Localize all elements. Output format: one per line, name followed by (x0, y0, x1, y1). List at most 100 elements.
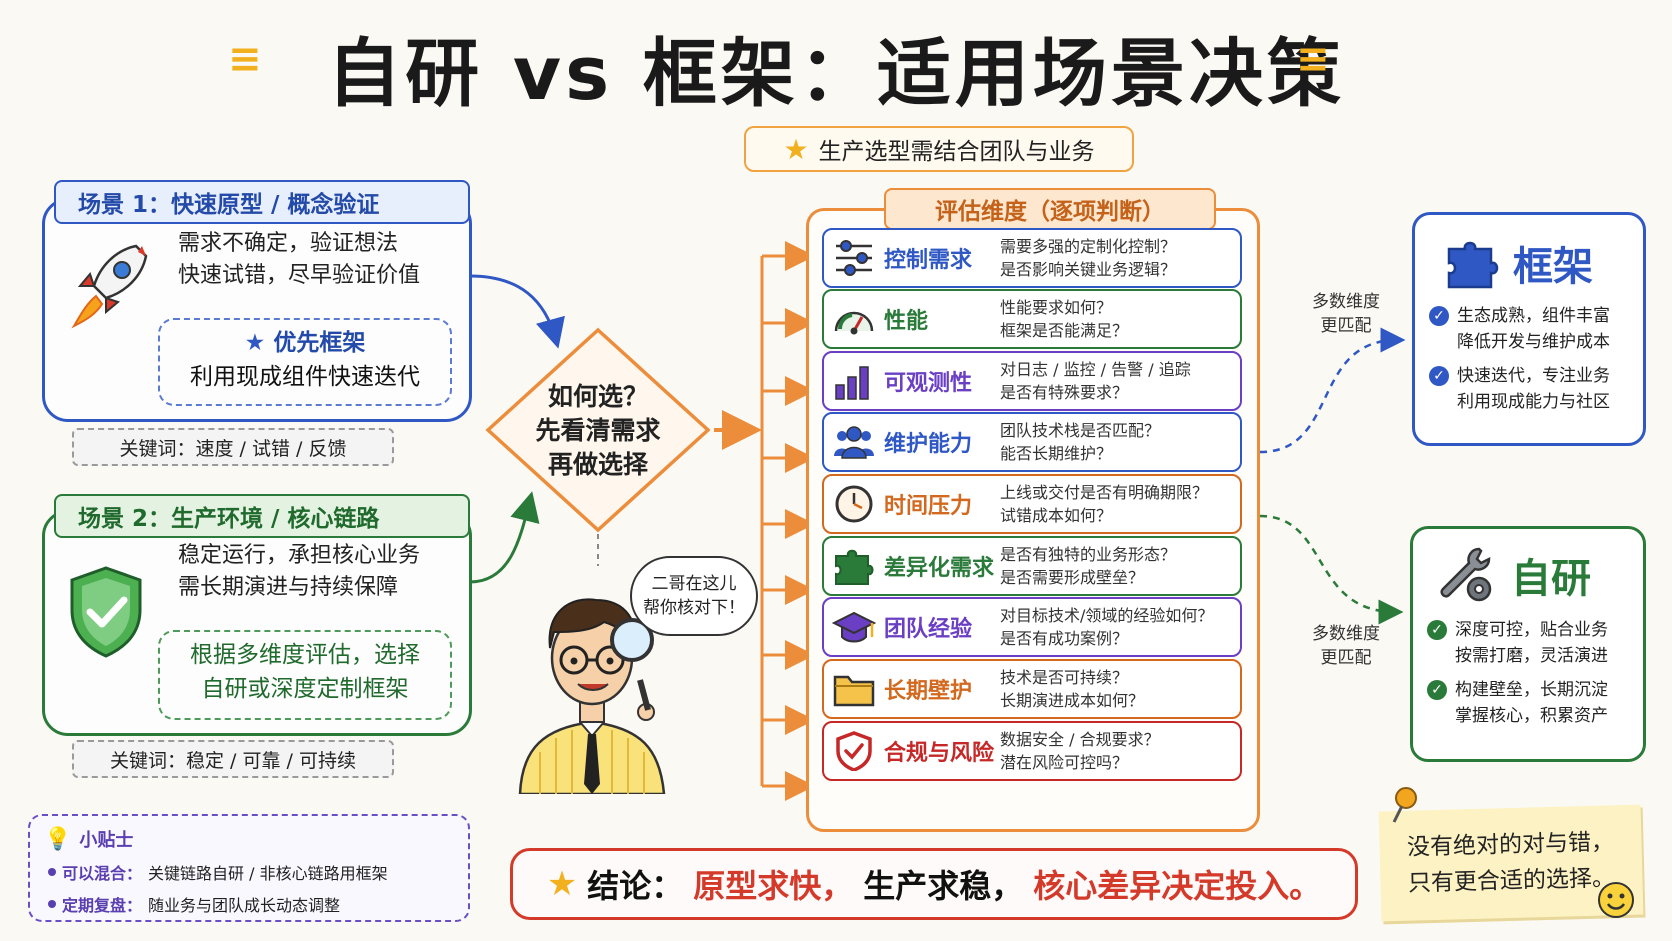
dimension-row: 长期壁护 技术是否可持续？长期演进成本如何？ (822, 659, 1242, 719)
scenario-1-recommendation: ★ 优先框架 利用现成组件快速迭代 (158, 318, 452, 406)
dimension-question-2: 框架是否能满足？ (1000, 321, 1129, 340)
check-icon: ✓ (1427, 680, 1447, 700)
scenario-2-rec-line2: 自研或深度定制框架 (201, 676, 409, 702)
puzzle-icon (824, 546, 884, 586)
selfdev-item1-line2: 按需打磨，灵活演进 (1455, 646, 1608, 666)
scenario-2-card (42, 510, 472, 736)
star-icon: ★ (783, 132, 809, 166)
tips-item2-text: 随业务与团队成长动态调整 (148, 896, 341, 915)
match-label-selfdev-line2: 更匹配 (1320, 648, 1372, 668)
selfdev-item-2: ✓ 构建壁垒，长期沉淀掌握核心，积累资产 (1427, 677, 1643, 729)
folder-icon (824, 669, 884, 709)
sparkle-right-icon: ≡ (1296, 36, 1330, 82)
dimension-question-1: 是否有独特的业务形态？ (1000, 545, 1177, 564)
dimension-question-2: 能否长期维护？ (1000, 444, 1113, 463)
speech-bubble: 二哥在这儿 帮你核对下！ (630, 556, 758, 636)
check-icon: ✓ (1429, 306, 1449, 326)
subtitle-text: 生产选型需结合团队与业务 (818, 139, 1095, 165)
check-icon: ✓ (1429, 366, 1449, 386)
dimension-row: 时间压力 上线或交付是否有明确期限？ 试错成本如何？ (822, 474, 1242, 534)
sticky-line2: 只有更合适的选择。 (1407, 865, 1616, 897)
selfdev-result-card: 自研 ✓ 深度可控，贴合业务按需打磨，灵活演进 ✓ 构建壁垒，长期沉淀掌握核心，… (1410, 526, 1646, 762)
dimension-row: 维护能力 团队技术栈是否匹配？ 能否长期维护？ (822, 412, 1242, 472)
star-icon: ★ (546, 864, 578, 904)
match-label-selfdev: 多数维度 更匹配 (1306, 622, 1386, 670)
dimension-questions: 数据安全 / 合规要求？ 潜在风险可控吗？ (1000, 728, 1240, 774)
dimension-label: 时间压力 (884, 494, 973, 519)
dimension-label: 性能 (884, 309, 929, 334)
bullet-icon (48, 868, 56, 876)
dimension-question-2: 试错成本如何？ (1000, 506, 1113, 525)
dimension-row: 团队经验 对目标技术/领域的经验如何？是否有成功案例？ (822, 597, 1242, 657)
blue-star-icon: ★ (244, 330, 266, 356)
decision-diamond: 如何选？ 先看清需求 再做选择 (486, 380, 710, 482)
bullet-icon (48, 900, 56, 908)
dimension-questions: 性能要求如何？ 框架是否能满足？ (1000, 296, 1240, 342)
puzzle-icon (1447, 241, 1499, 289)
framework-item-2: ✓ 快速迭代，专注业务利用现成能力与社区 (1429, 363, 1643, 415)
framework-title: 框架 (1513, 244, 1593, 290)
tips-item1-text: 关键链路自研 / 非核心链路用框架 (148, 864, 388, 883)
lightbulb-icon: 💡 (44, 826, 72, 852)
decision-line3: 再做选择 (547, 450, 648, 479)
framework-item1-line1: 生态成熟，组件丰富 (1457, 306, 1610, 326)
tips-item2-key: 定期复盘： (62, 896, 143, 915)
sliders-icon (824, 238, 884, 278)
dimension-question-2: 潜在风险可控吗？ (1000, 753, 1129, 772)
framework-item1-line2: 降低开发与维护成本 (1457, 332, 1610, 352)
dimension-questions: 对目标技术/领域的经验如何？是否有成功案例？ (1000, 604, 1240, 650)
dimension-label: 维护能力 (884, 432, 973, 457)
dimension-row: 合规与风险数据安全 / 合规要求？ 潜在风险可控吗？ (822, 721, 1242, 781)
scenario-2-keywords: 关键词：稳定 / 可靠 / 可持续 (72, 740, 394, 778)
conclusion-part-b: 生产求稳， (863, 867, 1024, 905)
shield-check-icon (824, 731, 884, 771)
dimension-question-1: 上线或交付是否有明确期限？ (1000, 483, 1209, 502)
scenario-2-rec-line1: 根据多维度评估，选择 (190, 642, 420, 668)
scenario-1-keywords: 关键词：速度 / 试错 / 反馈 (72, 428, 394, 466)
bubble-line1: 二哥在这儿 (651, 574, 737, 594)
match-label-framework-line1: 多数维度 (1312, 292, 1380, 312)
check-icon: ✓ (1427, 620, 1447, 640)
tips-title: 小贴士 (79, 830, 134, 851)
dimension-row: 差异化需求是否有独特的业务形态？是否需要形成壁垒？ (822, 536, 1242, 596)
dimension-question-1: 对日志 / 监控 / 告警 / 追踪 (1000, 360, 1191, 379)
rocket-icon (71, 244, 148, 329)
scenario-1-desc: 需求不确定，验证想法 快速试错，尽早验证价值 (178, 228, 420, 292)
smiley-icon (1598, 882, 1634, 918)
dimension-label: 长期壁护 (884, 679, 973, 704)
decision-line1: 如何选？ (547, 382, 648, 411)
dimension-label: 合规与风险 (884, 741, 995, 766)
selfdev-item-1: ✓ 深度可控，贴合业务按需打磨，灵活演进 (1427, 617, 1643, 669)
scenario-2-tab: 场景 2：生产环境 / 核心链路 (54, 494, 470, 538)
sticky-line1: 没有绝对的对与错， (1406, 829, 1615, 861)
tips-item1-key: 可以混合： (62, 864, 143, 883)
framework-item2-line1: 快速迭代，专注业务 (1457, 366, 1610, 386)
scenario-1-rec-title: 优先框架 (273, 330, 366, 356)
dimension-questions: 技术是否可持续？长期演进成本如何？ (1000, 666, 1240, 712)
dimension-label: 团队经验 (884, 617, 973, 642)
page-title: 自研 vs 框架：适用场景决策 (327, 31, 1345, 117)
dimension-question-1: 数据安全 / 合规要求？ (1000, 730, 1160, 749)
match-label-framework-line2: 更匹配 (1320, 316, 1372, 336)
selfdev-title: 自研 (1511, 556, 1591, 602)
dimension-question-1: 性能要求如何？ (1000, 298, 1113, 317)
dimension-questions: 上线或交付是否有明确期限？ 试错成本如何？ (1000, 481, 1240, 527)
dimension-row: 性能 性能要求如何？ 框架是否能满足？ (822, 289, 1242, 349)
decision-line2: 先看清需求 (535, 416, 661, 445)
selfdev-item2-line2: 掌握核心，积累资产 (1455, 706, 1608, 726)
sparkle-left-icon: ≡ (228, 36, 262, 82)
bubble-line2: 帮你核对下！ (643, 598, 745, 618)
dimension-question-2: 是否有特殊要求？ (1000, 383, 1129, 402)
clock-icon (824, 484, 884, 524)
dimension-question-2: 是否影响关键业务逻辑？ (1000, 260, 1177, 279)
graduation-cap-icon (824, 607, 884, 647)
dimension-label: 可观测性 (884, 371, 973, 396)
pushpin-icon (1392, 787, 1417, 823)
subtitle-banner: ★ 生产选型需结合团队与业务 (744, 126, 1134, 172)
bar-chart-icon (824, 361, 884, 401)
scenario-2-recommendation: 根据多维度评估，选择 自研或深度定制框架 (158, 630, 452, 720)
scenario-1-line2: 快速试错，尽早验证价值 (178, 263, 421, 288)
dimension-question-1: 技术是否可持续？ (1000, 668, 1129, 687)
selfdev-item2-line1: 构建壁垒，长期沉淀 (1455, 680, 1608, 700)
dimension-question-1: 团队技术栈是否匹配？ (1000, 421, 1161, 440)
